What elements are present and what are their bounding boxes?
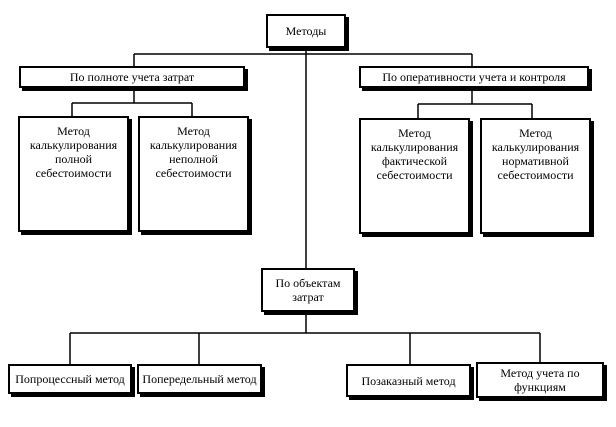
- method-box-actual-costing: Метод калькулирования фактической себест…: [359, 118, 470, 234]
- root-box-methods: Методы: [266, 14, 346, 48]
- method-box-activity-based: Метод учета по функциям: [476, 362, 604, 398]
- method-box-stage: Попередельный метод: [137, 364, 262, 394]
- group-box-cost-objects: По объектам затрат: [261, 268, 355, 312]
- method-box-partial-costing: Метод калькулирования неполной себестоим…: [138, 116, 249, 232]
- method-box-process: Попроцессный метод: [8, 364, 132, 394]
- group-box-cost-completeness: По полноте учета затрат: [19, 66, 245, 88]
- group-box-operativeness: По оперативности учета и контроля: [359, 66, 589, 88]
- method-box-standard-costing: Метод калькулирования нормативной себест…: [480, 118, 591, 234]
- method-box-job-order: Позаказный метод: [346, 364, 471, 397]
- method-box-full-costing: Метод калькулирования полной себестоимос…: [18, 116, 129, 232]
